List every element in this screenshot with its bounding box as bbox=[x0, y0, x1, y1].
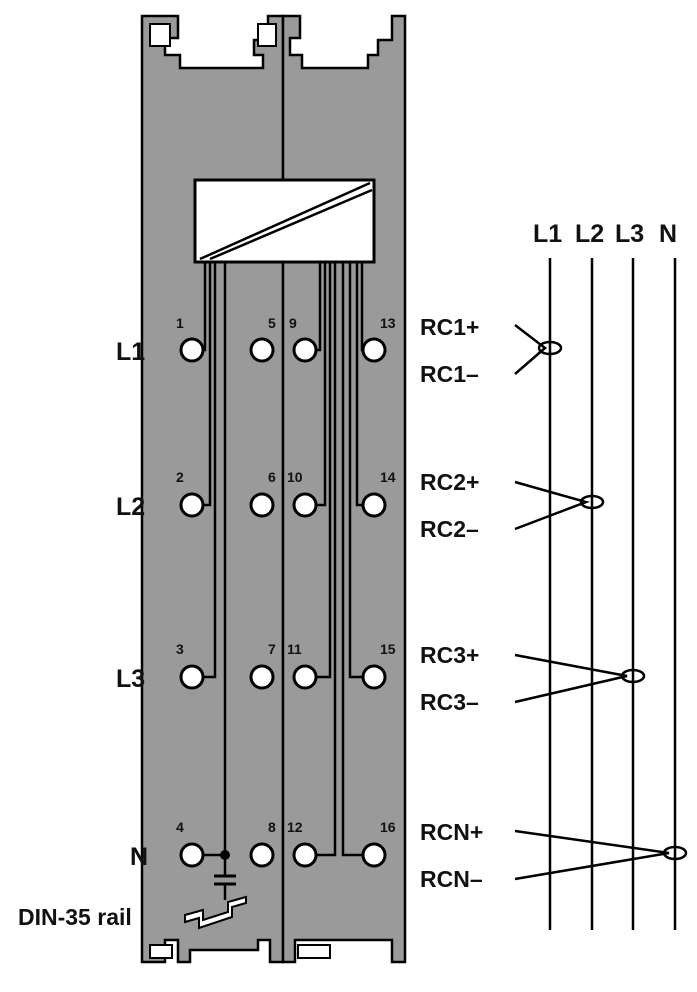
terminal-6[interactable] bbox=[249, 492, 275, 518]
terminal-number: 7 bbox=[268, 641, 276, 657]
rc1-leads bbox=[514, 324, 547, 375]
label-l2: L2 bbox=[116, 493, 145, 521]
terminal-number: 15 bbox=[380, 641, 396, 657]
label-rcn-minus: RCN– bbox=[420, 866, 483, 892]
terminal-12[interactable] bbox=[292, 842, 318, 868]
terminal-number: 2 bbox=[176, 469, 184, 485]
terminal-number: 10 bbox=[287, 469, 303, 485]
line-label-l1: L1 bbox=[533, 220, 562, 248]
label-din-rail: DIN-35 rail bbox=[18, 904, 132, 930]
terminal-4[interactable] bbox=[179, 842, 205, 868]
line-label-l2: L2 bbox=[575, 220, 604, 248]
terminal-number: 3 bbox=[176, 641, 184, 657]
rc2-leads bbox=[514, 480, 590, 531]
sensor-coils bbox=[514, 324, 688, 881]
terminal-number: 16 bbox=[380, 819, 396, 835]
top-latch-center bbox=[257, 23, 277, 47]
terminal-numbers: 1 2 3 4 5 6 7 8 9 10 11 12 13 14 15 16 bbox=[176, 315, 396, 835]
terminal-9[interactable] bbox=[292, 337, 318, 363]
terminal-15[interactable] bbox=[361, 664, 387, 690]
electronics-block bbox=[193, 178, 376, 264]
terminal-number: 6 bbox=[268, 469, 276, 485]
line-label-l3: L3 bbox=[615, 220, 644, 248]
label-rcn-plus: RCN+ bbox=[420, 819, 483, 845]
din-rail-icon bbox=[184, 895, 247, 930]
terminal-2[interactable] bbox=[179, 492, 205, 518]
terminal-number: 4 bbox=[176, 819, 184, 835]
rc2-coil bbox=[579, 494, 605, 510]
label-n: N bbox=[130, 843, 148, 871]
terminal-number: 1 bbox=[176, 315, 184, 331]
label-rc1-minus: RC1– bbox=[420, 361, 479, 387]
label-rc2-plus: RC2+ bbox=[420, 469, 479, 495]
terminal-number: 8 bbox=[268, 819, 276, 835]
terminal-11[interactable] bbox=[292, 664, 318, 690]
terminal-number: 12 bbox=[287, 819, 303, 835]
top-latch-left bbox=[149, 23, 171, 47]
label-rc2-minus: RC2– bbox=[420, 516, 479, 542]
label-l3: L3 bbox=[116, 665, 145, 693]
terminals bbox=[179, 337, 387, 868]
rc1-coil bbox=[537, 340, 563, 356]
bottom-latch-right bbox=[297, 944, 331, 959]
label-rc3-plus: RC3+ bbox=[420, 642, 479, 668]
label-l1: L1 bbox=[116, 338, 145, 366]
power-lines: L1 L2 L3 N bbox=[533, 220, 677, 930]
terminal-number: 5 bbox=[268, 315, 276, 331]
phase-labels: L1 L2 L3 N DIN-35 rail bbox=[18, 338, 148, 930]
rcn-coil bbox=[662, 845, 688, 861]
line-label-n: N bbox=[659, 220, 677, 248]
label-rc1-plus: RC1+ bbox=[420, 314, 479, 340]
terminal-16[interactable] bbox=[361, 842, 387, 868]
terminal-1[interactable] bbox=[179, 337, 205, 363]
terminal-5[interactable] bbox=[249, 337, 275, 363]
terminal-number: 14 bbox=[380, 469, 396, 485]
rcn-leads bbox=[514, 829, 670, 881]
terminal-8[interactable] bbox=[249, 842, 275, 868]
sensor-labels: RC1+ RC1– RC2+ RC2– RC3+ RC3– RCN+ RCN– bbox=[420, 314, 483, 892]
terminal-3[interactable] bbox=[179, 664, 205, 690]
terminal-14[interactable] bbox=[361, 492, 387, 518]
label-rc3-minus: RC3– bbox=[420, 689, 479, 715]
rc3-leads bbox=[514, 653, 628, 704]
terminal-number: 9 bbox=[289, 315, 297, 331]
terminal-13[interactable] bbox=[361, 337, 387, 363]
left-module-body bbox=[140, 14, 285, 964]
terminal-number: 13 bbox=[380, 315, 396, 331]
terminal-7[interactable] bbox=[249, 664, 275, 690]
terminal-10[interactable] bbox=[292, 492, 318, 518]
rc3-coil bbox=[620, 668, 646, 684]
bottom-latch-left bbox=[149, 944, 173, 959]
terminal-number: 11 bbox=[287, 641, 302, 657]
